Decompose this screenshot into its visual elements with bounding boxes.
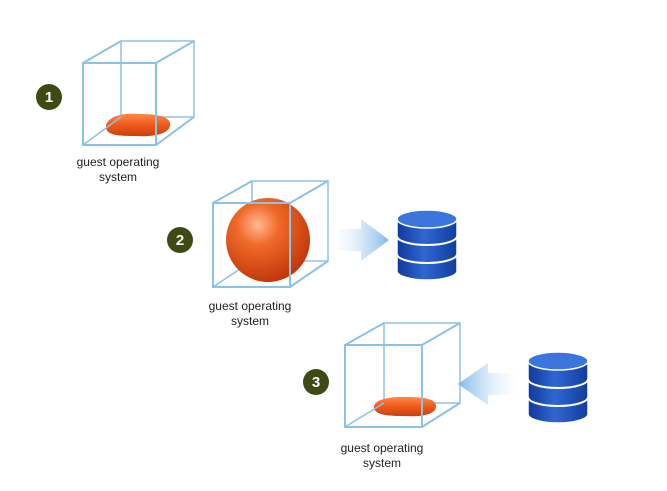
step-2-badge: [167, 227, 193, 253]
step-2-number: 2: [176, 232, 184, 249]
step-2-caption-line1: guest operating: [209, 299, 292, 313]
step-1-caption-line2: system: [99, 170, 137, 184]
step-2: 2 guest operating system: [167, 180, 458, 328]
step-1-number: 1: [45, 89, 53, 106]
step-2-guest-os-sphere: [226, 198, 310, 282]
step-3-database-icon: [527, 351, 589, 424]
step-1-caption-line1: guest operating: [77, 155, 160, 169]
arrow-right-icon: [331, 219, 389, 261]
step-1-badge: [36, 84, 62, 110]
step-1-guest-os-blob: [106, 113, 171, 137]
step-3-caption-line1: guest operating: [341, 441, 424, 455]
arrow-left-icon: [458, 363, 518, 405]
step-2-caption-line2: system: [231, 314, 269, 328]
step-3-caption-line2: system: [363, 456, 401, 470]
step-2-database-icon: [396, 209, 458, 281]
step-1-cube: [82, 40, 195, 146]
step-1: 1 guest operating system: [36, 40, 195, 184]
step-3-cube: [344, 322, 461, 428]
step-3: 3 guest operating system: [303, 322, 589, 470]
step-3-guest-os-blob: [374, 396, 437, 417]
step-2-cube: [212, 180, 329, 288]
step-3-number: 3: [312, 374, 320, 391]
step-3-badge: [303, 369, 329, 395]
